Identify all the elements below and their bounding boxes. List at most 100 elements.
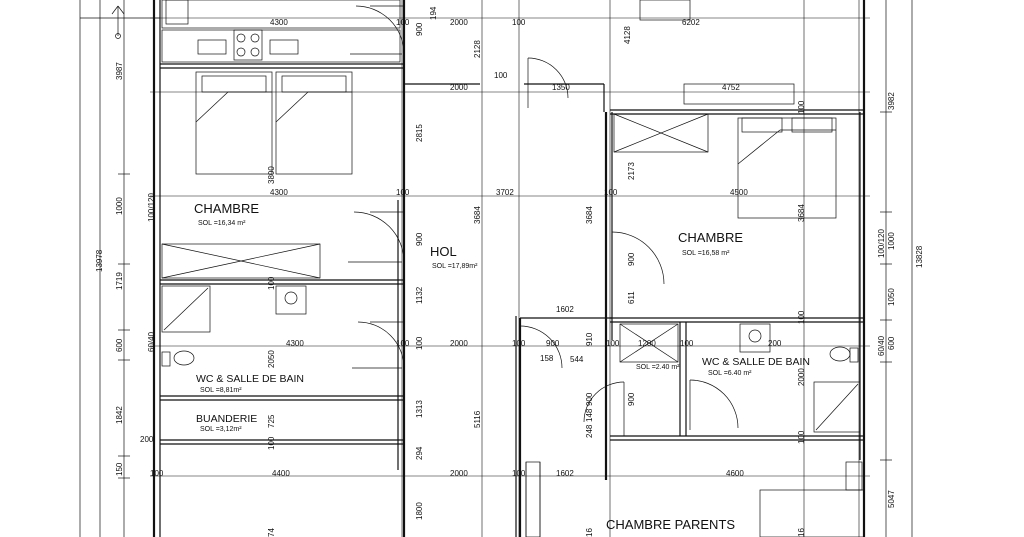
dim-label: 100 [267,436,276,450]
dim-label: 194 [429,6,438,20]
walls [152,0,866,537]
dim-label: 1800 [415,502,424,520]
room-area-buanderie: SOL =3,12m² [200,426,242,433]
left-bedroom-beds [195,71,353,175]
dim-label: 148 [585,408,594,422]
dim-label: 4500 [730,188,748,197]
dim-label: 100 [512,339,526,348]
wardrobes [161,113,709,363]
dim-label: 1050 [887,288,896,306]
dim-label: 4300 [286,339,304,348]
dim-label: 4600 [726,469,744,478]
sinks [275,285,771,353]
room-name-chambre-parents: CHAMBRE PARENTS [606,517,735,532]
dim-label: 100 [396,18,410,27]
dim-label: 100 [150,469,164,478]
dim-label: 1000 [115,197,124,215]
dim-label: 6202 [682,18,700,27]
dim-label: 3982 [887,92,896,110]
dim-label: 16 [585,528,594,537]
room-area-wc-left: SOL =8,81m² [200,387,242,394]
dim-label: 16 [797,528,806,537]
dim-label: 100 [512,469,526,478]
horizontal-dimensions: 4300 100 2000 100 6202 2000 100 1350 475… [140,18,782,478]
dim-label: 100 [797,310,806,324]
dim-label: 600 [115,338,124,352]
dim-label: 100 [512,18,526,27]
right-dimension-chain [880,0,913,537]
room-name-wc-right: WC & SALLE DE BAIN [702,356,810,368]
dim-label: 1602 [556,305,574,314]
dim-label: 4128 [623,26,632,44]
dim-label: 910 [585,332,594,346]
dim-label: 100 [396,339,410,348]
dim-label: 2000 [450,83,468,92]
dim-label: 1200 [638,339,656,348]
dim-label: 13978 [95,249,104,272]
dim-label: 5047 [887,490,896,508]
dim-label: 100 [797,100,806,114]
dim-label: 13828 [915,245,924,268]
dim-label: 900 [585,392,594,406]
dim-label: 60/40 [877,335,886,356]
dim-label: 100/120 [147,193,156,222]
dim-label: 611 [627,291,636,304]
dim-label: 100 [494,71,508,80]
dim-label: 1719 [115,272,124,290]
dim-label: 200 [140,435,154,444]
room-area-hol: SOL =17,89m² [432,263,478,270]
dim-label: 294 [415,446,424,460]
dim-label: 3684 [797,204,806,222]
dim-label: 100 [267,276,276,290]
dim-label: 74 [267,528,276,537]
dim-label: 900 [415,232,424,246]
room-labels: CHAMBRE SOL =16,34 m² HOL SOL =17,89m² C… [194,201,810,532]
dim-label: 2050 [267,350,276,368]
showers [161,285,861,433]
dim-label: 100/120 [877,229,886,258]
room-area-wc-right: SOL =6.40 m² [708,370,752,377]
doors [348,5,739,537]
room-area-wc-small: SOL =2.40 m² [636,364,680,371]
room-name-hol: HOL [430,244,457,259]
dim-label: 100 [606,339,620,348]
dim-label: 150 [115,462,124,476]
left-dimension-chain [79,0,160,537]
room-name-chambre-left: CHAMBRE [194,201,259,216]
dim-label: 100 [396,188,410,197]
dim-label: 900 [627,252,636,266]
room-area-chambre-left: SOL =16,34 m² [198,220,246,227]
dim-label: 4752 [722,83,740,92]
dim-label: 1000 [887,232,896,250]
right-bedroom-bed [737,117,837,219]
dim-label: 3800 [267,166,276,184]
dim-label: 2000 [797,368,806,386]
dim-label: 4300 [270,188,288,197]
dim-label: 900 [546,339,560,348]
dim-label: 2000 [450,18,468,27]
room-name-wc-left: WC & SALLE DE BAIN [196,373,304,385]
dim-label: 2173 [627,162,636,180]
dim-label: 248 [585,424,594,438]
dim-label: 100 [680,339,694,348]
dim-label: 1350 [552,83,570,92]
dim-label: 100 [415,336,424,350]
dim-label: 100 [604,188,618,197]
dim-label: 725 [267,414,276,428]
dim-label: 2128 [473,40,482,58]
dim-label: 600 [887,336,896,350]
dim-label: 900 [415,22,424,36]
room-area-chambre-right: SOL =16,58 m² [682,250,730,257]
kitchen-counter [161,0,401,63]
room-name-chambre-right: CHAMBRE [678,230,743,245]
dim-label: 2815 [415,124,424,142]
dim-label: 1602 [556,469,574,478]
dim-label: 100 [797,430,806,444]
vertical-dimensions: 3987 1000 100/120 1719 600 60/40 1842 15… [95,6,924,537]
dim-label: 3702 [496,188,514,197]
room-name-buanderie: BUANDERIE [196,413,257,425]
dim-label: 900 [627,392,636,406]
dim-label: 1313 [415,400,424,418]
toilets [161,346,859,367]
